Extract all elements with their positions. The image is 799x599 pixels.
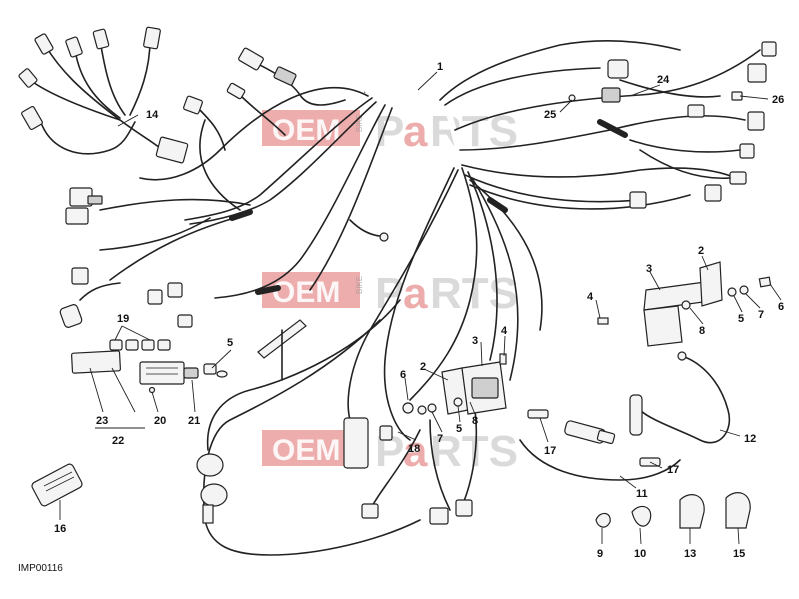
callout-7b: 7 xyxy=(758,309,764,321)
right-connectors-24-26 xyxy=(568,41,777,209)
rubber-pad-15 xyxy=(31,463,83,507)
svg-text:OEM: OEM xyxy=(272,276,340,309)
callout-2a: 2 xyxy=(420,361,426,373)
fuse-holder-23 xyxy=(71,350,121,374)
callout-5b: 5 xyxy=(738,313,744,325)
leader-lines xyxy=(59,71,782,545)
callout-22: 22 xyxy=(112,435,124,447)
small-ring-terminal xyxy=(349,219,389,242)
svg-text:BIKE: BIKE xyxy=(355,276,364,294)
fuse-box-19 xyxy=(139,361,185,394)
callout-15: 16 xyxy=(54,523,66,535)
callout-labels: 1 14 24 25 26 2 3 4 8 5 7 6 3 2 4 6 7 5 … xyxy=(54,61,784,560)
callout-4b: 4 xyxy=(587,291,594,303)
upper-mid-connectors xyxy=(183,47,346,151)
callout-2b: 2 xyxy=(698,245,704,257)
svg-text:a: a xyxy=(403,107,428,156)
svg-text:OEM: OEM xyxy=(272,434,340,467)
callout-23: 23 xyxy=(96,415,108,427)
callout-13: 11 xyxy=(636,488,648,500)
left-connectors xyxy=(59,187,193,328)
spark-lead-13 xyxy=(519,420,681,481)
upper-left-connectors-16 xyxy=(18,26,189,164)
callout-10: 10 xyxy=(634,548,646,560)
relay-18 xyxy=(343,417,473,525)
watermark-oem: OEM xyxy=(272,114,340,147)
svg-text:BIKE: BIKE xyxy=(355,114,364,132)
callout-11: 13 xyxy=(684,548,696,560)
ignition-coil-left xyxy=(402,353,507,415)
callout-19: 20 xyxy=(154,415,166,427)
callout-17b: 17 xyxy=(667,464,679,476)
mounting-bracket xyxy=(257,319,307,381)
callout-26: 26 xyxy=(772,94,784,106)
callout-14: 12 xyxy=(744,433,756,445)
callout-5c: 5 xyxy=(456,423,462,435)
callout-18: 18 xyxy=(408,443,420,455)
svg-text:RTS: RTS xyxy=(430,427,518,476)
sensor-cluster-20 xyxy=(196,453,228,524)
callout-8b: 8 xyxy=(699,325,705,337)
callout-6a: 6 xyxy=(400,369,406,381)
spark-lead-14 xyxy=(629,351,731,444)
watermark-row-1: OEM BIKE P a RTS xyxy=(262,107,518,156)
callout-6b: 6 xyxy=(778,301,784,313)
callout-16: 14 xyxy=(146,109,159,121)
svg-text:a: a xyxy=(403,269,428,318)
callout-4a: 4 xyxy=(501,325,508,337)
main-wiring-harness xyxy=(99,40,761,556)
connector-20 xyxy=(183,363,228,379)
terminal-set-21 xyxy=(109,339,171,351)
callout-9: 9 xyxy=(597,548,603,560)
callout-21: 19 xyxy=(117,313,129,325)
ignition-coil-right xyxy=(597,261,772,347)
callout-1: 1 xyxy=(437,61,443,73)
callout-20: 21 xyxy=(188,415,200,427)
callout-17a: 17 xyxy=(544,445,556,457)
callout-12: 15 xyxy=(733,548,745,560)
callout-25: 25 xyxy=(544,109,556,121)
callout-24: 24 xyxy=(657,74,670,86)
svg-text:RTS: RTS xyxy=(430,107,518,156)
callout-8a: 8 xyxy=(472,415,478,427)
image-code-label: IMP00116 xyxy=(18,563,63,574)
callout-3a: 3 xyxy=(472,335,478,347)
callout-3b: 3 xyxy=(646,263,652,275)
clips-9-12 xyxy=(595,492,751,529)
callout-5a: 5 xyxy=(227,337,233,349)
callout-7a: 7 xyxy=(437,433,443,445)
